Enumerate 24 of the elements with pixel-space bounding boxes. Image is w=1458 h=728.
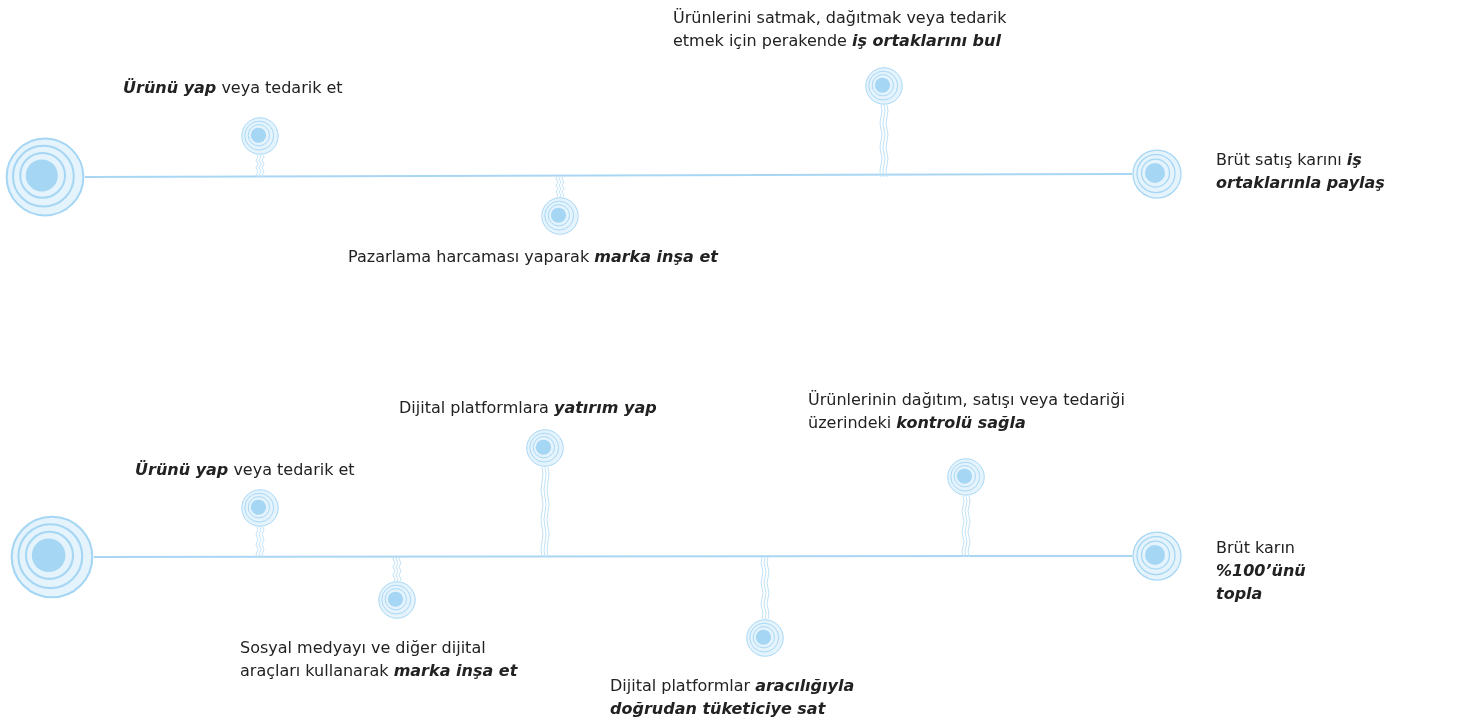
- step-text: Ürünlerinin dağıtım, satışı veya tedariği üzerindeki kontrolü sağla: [808, 389, 1126, 435]
- ring-circle: [865, 67, 903, 105]
- step-text: Brüt karın %100’ünü topla: [1216, 537, 1307, 606]
- ring-circle: [378, 581, 416, 619]
- step-text: Ürünlerini satmak, dağıtmak veya tedarik etmek için perakende iş ortaklarını bul: [673, 7, 1008, 53]
- step-text: Dijital platformlara yatırım yap: [399, 397, 658, 419]
- timeline-line: [93, 555, 1133, 558]
- ring-circle: [947, 458, 985, 496]
- step-text: Ürünü yap veya tedarik et: [123, 77, 344, 99]
- ring-circle: [526, 429, 564, 467]
- ring-circle: [541, 197, 579, 235]
- step-text: Brüt satış karını iş ortaklarınla paylaş: [1216, 149, 1386, 195]
- ring-circle: [241, 117, 279, 155]
- ring-circle: [746, 619, 784, 657]
- step-text: Ürünü yap veya tedarik et: [135, 459, 356, 481]
- ring-circle: [10, 515, 94, 599]
- step-text: Dijital platformlar aracılığıyla doğrudan tüketiciye sat: [610, 675, 856, 721]
- step-text: Pazarlama harcaması yaparak marka inşa et: [348, 246, 720, 268]
- ring-circle: [5, 137, 85, 217]
- timeline-line: [84, 173, 1133, 178]
- ring-circle: [1132, 531, 1182, 581]
- step-text: Sosyal medyayı ve diğer dijital araçları kullanarak marka inşa et: [240, 637, 519, 683]
- ring-circle: [241, 489, 279, 527]
- ring-circle: [1132, 149, 1182, 199]
